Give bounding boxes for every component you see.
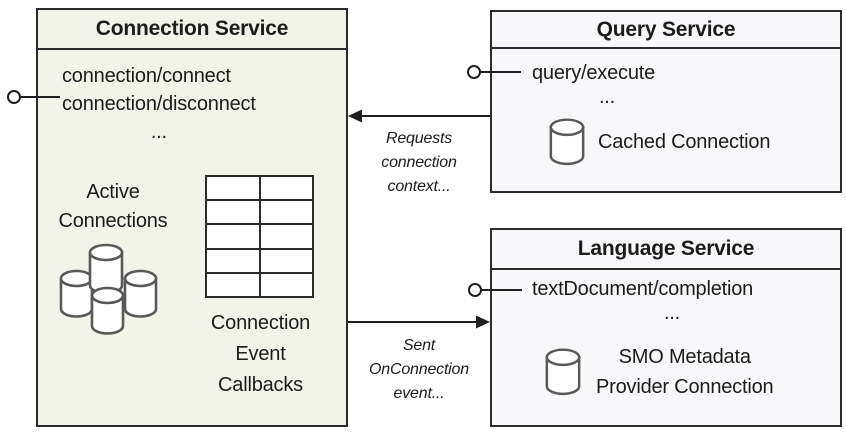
callback-table-cell	[260, 249, 312, 272]
connection-service-box: Connection Service connection/connect co…	[36, 8, 348, 427]
callback-table	[205, 175, 314, 298]
cached-connection-label: Cached Connection	[598, 130, 771, 153]
callback-table-cell	[260, 225, 312, 248]
database-cylinder-icon	[549, 118, 585, 166]
language-service-title: Language Service	[492, 230, 840, 270]
database-cluster-icon	[59, 243, 158, 335]
connection-service-title: Connection Service	[38, 10, 346, 50]
database-cylinder-icon	[545, 348, 581, 396]
arrow-onconnection-event	[348, 315, 490, 329]
callback-table-cell	[207, 177, 259, 200]
cached-connection-item: Cached Connection	[548, 118, 770, 166]
methods-ellipsis: ...	[598, 86, 616, 108]
method-textdocument-completion: textDocument/completion	[532, 278, 754, 300]
query-service-box: Query Service query/execute ... Cached C…	[490, 10, 842, 193]
callback-table-cell	[260, 201, 312, 224]
arrow-requests-context	[348, 109, 490, 123]
methods-ellipsis: ...	[663, 302, 681, 324]
callback-table-cell	[207, 249, 259, 272]
active-connections-label: Active Connections	[58, 181, 168, 232]
callback-table-cell	[207, 273, 259, 296]
annotation-onconnection-event: Sent OnConnection event...	[369, 337, 469, 402]
query-service-title: Query Service	[492, 12, 840, 49]
callback-table-cell	[260, 177, 312, 200]
method-query-execute: query/execute	[532, 62, 656, 84]
callback-table-cell	[207, 225, 259, 248]
callback-table-cell	[207, 201, 259, 224]
methods-ellipsis: ...	[150, 121, 167, 143]
database-cylinder-icon	[88, 243, 124, 295]
smo-connection-label: SMO Metadata Provider Connection	[596, 346, 774, 398]
callbacks-label: Connection Event Callbacks	[210, 312, 311, 396]
annotation-requests-context: Requests connection context...	[381, 130, 457, 195]
database-cylinder-icon	[90, 286, 125, 335]
callback-table-cell	[260, 273, 312, 296]
database-cylinder-icon	[59, 269, 94, 318]
smo-connection-item: SMO Metadata Provider Connection	[544, 342, 774, 402]
language-service-box: Language Service textDocument/completion…	[490, 228, 842, 427]
connection-service-method-list: connection/connect connection/disconnect…	[62, 62, 256, 146]
method-connection-connect: connection/connect	[62, 65, 231, 87]
method-connection-disconnect: connection/disconnect	[62, 93, 256, 115]
database-cylinder-icon	[123, 269, 158, 318]
